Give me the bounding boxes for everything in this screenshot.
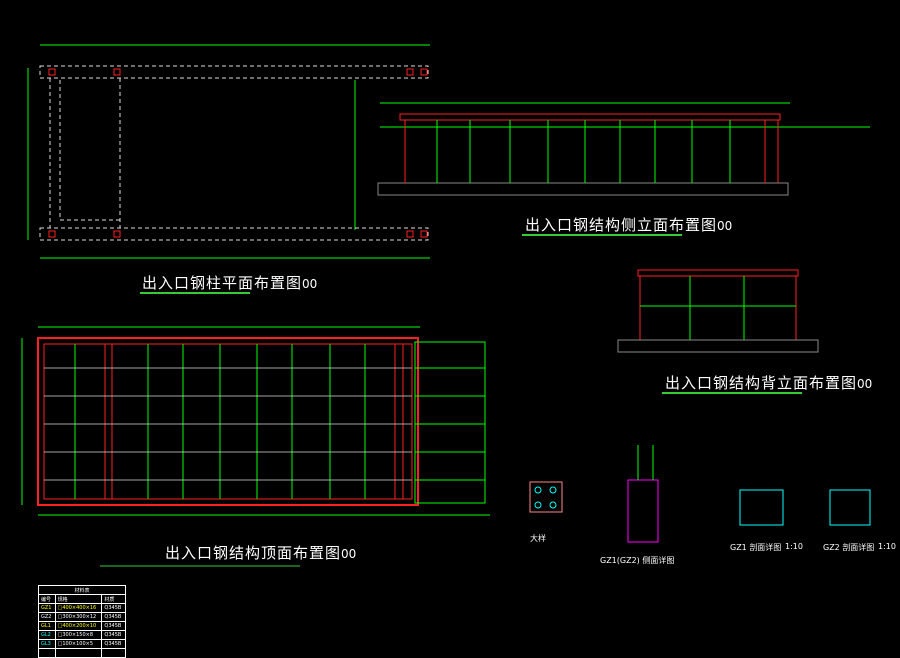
back-title: 出入口钢结构背立面布置图00 [665, 372, 872, 393]
top-title-text: 出入口钢结构顶面布置图 [165, 544, 342, 562]
plan-column-marker [113, 230, 121, 238]
legend-header: 材料表 [38, 585, 126, 595]
legend-col-header: 编号 [38, 594, 56, 604]
side-elevation [377, 102, 870, 196]
detail-drawings [100, 445, 871, 567]
plan-bottom-beam [39, 227, 429, 241]
back-title-text: 出入口钢结构背立面布置图 [665, 374, 858, 392]
detail-label-base: 大样 [530, 534, 546, 543]
plan-column-marker [420, 68, 428, 76]
detail-scale-gz2: 1:10 [878, 542, 896, 551]
top-view-outer-beam [37, 337, 419, 506]
side-foundation [377, 182, 789, 196]
plan-title-underline [140, 292, 250, 294]
detail-label-gz1: GZ1 剖面详图 [730, 543, 782, 552]
legend-code: GZ1 [38, 603, 56, 613]
plan-view [27, 44, 430, 259]
anchor-bolt [549, 501, 557, 509]
detail-scale-gz1: 1:10 [785, 542, 803, 551]
anchor-bolt [534, 486, 542, 494]
legend-material: Q345B [101, 603, 126, 613]
legend-code: GL2 [38, 630, 56, 640]
legend-code: GZ2 [38, 612, 56, 622]
legend-spec: □100×100×5 [54, 639, 103, 649]
legend-material: Q345B [101, 639, 126, 649]
top-view [21, 326, 490, 516]
legend-spec: □400×400×16 [54, 603, 103, 613]
legend-spec: □400×200×10 [54, 621, 103, 631]
side-title-text: 出入口钢结构侧立面布置图 [525, 216, 718, 234]
legend-code: GL1 [38, 621, 56, 631]
legend-material: Q345B [101, 630, 126, 640]
plan-column-marker [420, 230, 428, 238]
legend-material: Q345B [101, 621, 126, 631]
back-scale: 00 [857, 377, 873, 391]
column-section-detail [627, 479, 659, 543]
legend-material: Q345B [101, 612, 126, 622]
side-title-underline [522, 234, 682, 236]
legend-spec: □300×300×12 [54, 612, 103, 622]
legend-code: GL3 [38, 639, 56, 649]
plan-scale: 00 [302, 277, 318, 291]
back-top-beam [637, 269, 799, 277]
side-title: 出入口钢结构侧立面布置图00 [525, 214, 732, 235]
detail-label-gz2: GZ2 剖面详图 [823, 543, 875, 552]
top-scale: 00 [341, 547, 357, 561]
gz2-section [829, 489, 871, 526]
plan-column-marker [113, 68, 121, 76]
anchor-bolt [534, 501, 542, 509]
gz1-section [739, 489, 784, 526]
back-foundation [617, 339, 819, 353]
anchor-bolt [549, 486, 557, 494]
detail-label-side: GZ1(GZ2) 侧面详图 [600, 556, 675, 565]
base-plate-detail [529, 481, 563, 513]
plan-column-marker [406, 230, 414, 238]
top-view-canopy [414, 341, 486, 504]
side-top-beam [399, 113, 781, 121]
legend-col-header: 材质 [101, 594, 126, 604]
plan-column-marker [48, 68, 56, 76]
top-view-inner-beam [43, 343, 413, 500]
plan-title: 出入口钢柱平面布置图00 [142, 272, 317, 293]
plan-column-marker [48, 230, 56, 238]
plan-top-beam [39, 65, 429, 79]
side-scale: 00 [717, 219, 733, 233]
top-title: 出入口钢结构顶面布置图00 [165, 542, 356, 563]
legend-spec: □300×150×8 [54, 630, 103, 640]
back-elevation [617, 269, 819, 353]
legend-col-header: 规格 [54, 594, 103, 604]
plan-title-text: 出入口钢柱平面布置图 [142, 274, 303, 292]
plan-column-marker [406, 68, 414, 76]
plan-inner-outline [59, 80, 120, 221]
back-title-underline [662, 392, 802, 394]
